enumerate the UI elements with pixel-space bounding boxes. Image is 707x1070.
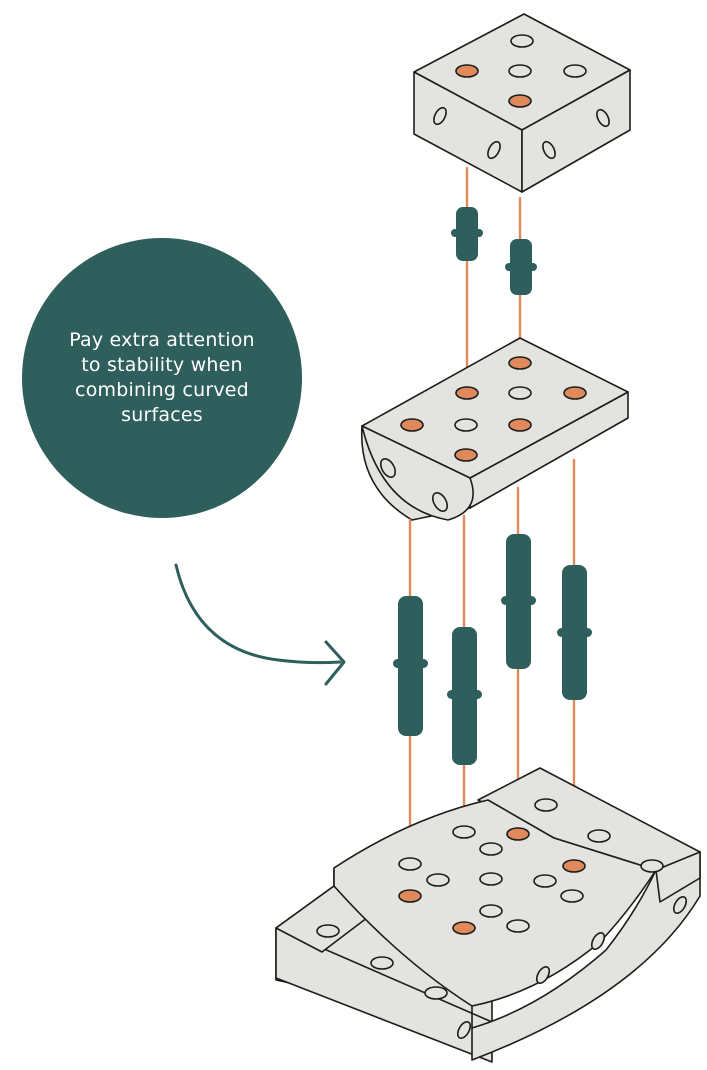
filled-hole — [454, 448, 478, 462]
empty-hole — [534, 798, 558, 812]
filled-hole — [508, 356, 532, 370]
pin — [557, 565, 592, 700]
filled-hole — [452, 921, 476, 935]
empty-hole — [426, 873, 450, 887]
side-hole — [431, 492, 449, 512]
empty-hole — [370, 956, 394, 970]
empty-hole — [563, 64, 587, 78]
pin — [393, 596, 428, 736]
side-hole — [379, 458, 397, 478]
empty-hole — [452, 825, 476, 839]
curved-arrow-icon — [174, 563, 346, 686]
filled-hole — [398, 889, 422, 903]
lower-pins — [393, 534, 592, 765]
side-hole — [487, 140, 501, 160]
pin — [447, 627, 482, 765]
top-cube-block — [413, 13, 631, 193]
empty-hole — [533, 874, 557, 888]
callout: Pay extra attention to stability when co… — [22, 238, 302, 518]
upper-pins — [451, 207, 537, 295]
side-hole — [596, 108, 610, 128]
empty-hole — [424, 986, 448, 1000]
filled-hole — [455, 64, 479, 78]
empty-hole — [510, 34, 534, 48]
empty-hole — [506, 919, 530, 933]
pin — [505, 239, 537, 295]
empty-hole — [316, 924, 340, 938]
pin — [451, 207, 483, 261]
empty-hole — [479, 872, 503, 886]
filled-hole — [562, 859, 586, 873]
side-hole — [535, 966, 551, 984]
empty-hole — [560, 889, 584, 903]
callout-text: Pay extra attention to stability when co… — [69, 329, 255, 426]
filled-hole — [563, 386, 587, 400]
empty-hole — [454, 418, 478, 432]
middle-curved-block — [360, 337, 629, 521]
empty-hole — [587, 829, 611, 843]
filled-hole — [508, 418, 532, 432]
bottom-base-block — [275, 767, 701, 1063]
empty-hole — [508, 386, 532, 400]
side-hole — [672, 896, 688, 914]
filled-hole — [400, 418, 424, 432]
empty-hole — [479, 842, 503, 856]
filled-hole — [506, 827, 530, 841]
side-hole — [456, 1021, 472, 1039]
empty-hole — [398, 857, 422, 871]
filled-hole — [508, 94, 532, 108]
empty-hole — [640, 859, 664, 873]
pin — [501, 534, 536, 669]
empty-hole — [479, 904, 503, 918]
side-hole — [590, 932, 606, 950]
side-hole — [433, 106, 447, 126]
side-hole — [542, 140, 556, 160]
callout-circle — [22, 238, 302, 518]
filled-hole — [455, 386, 479, 400]
empty-hole — [508, 64, 532, 78]
